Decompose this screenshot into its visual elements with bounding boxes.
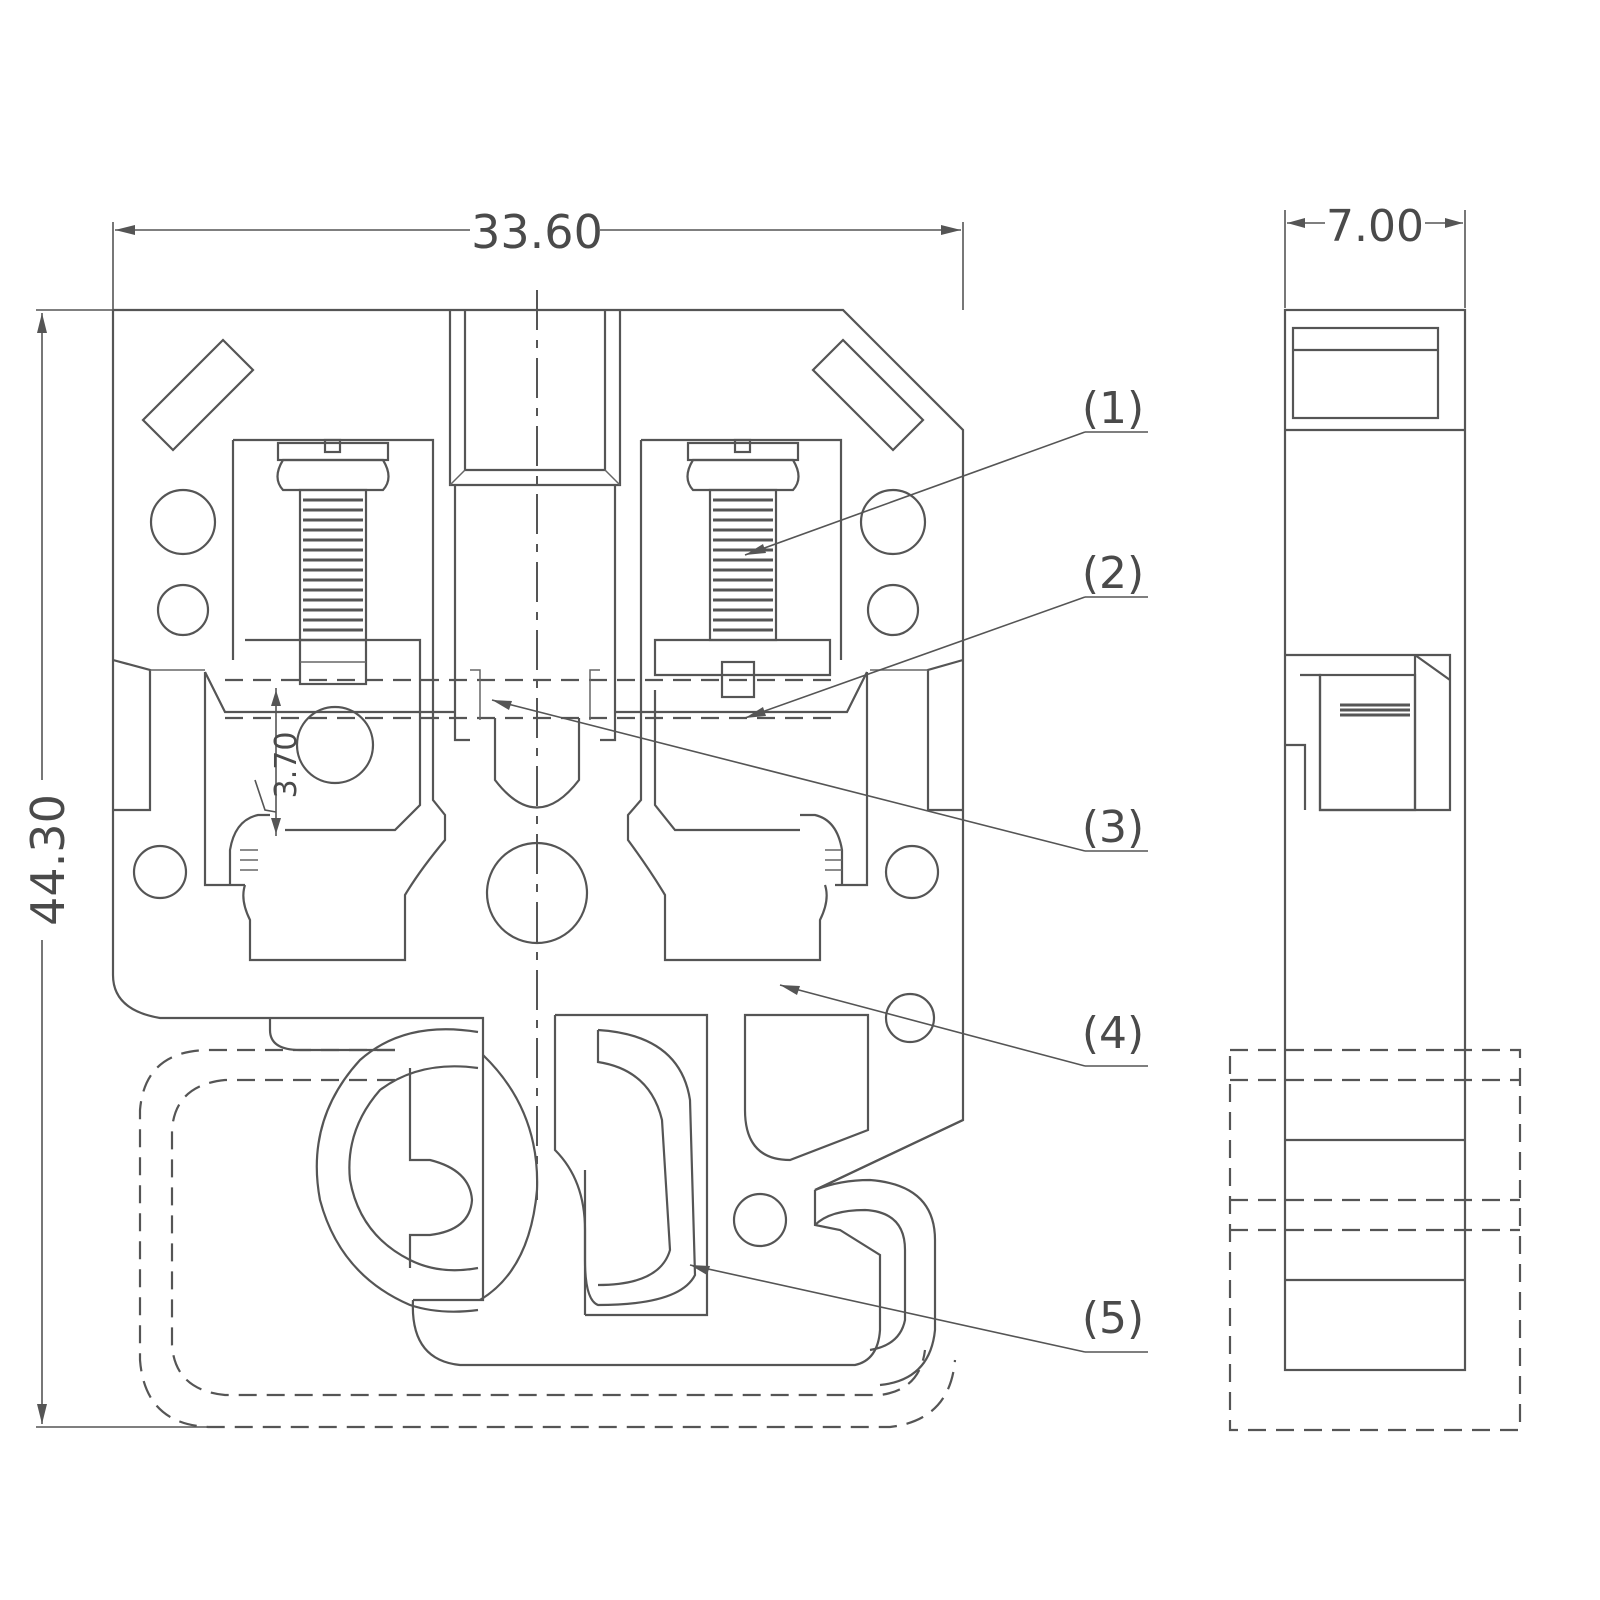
height-label: 44.30 — [21, 794, 75, 926]
width-label: 33.60 — [471, 205, 603, 259]
side-view: 7.00 — [1228, 201, 1522, 1432]
left-screw-thread — [303, 498, 363, 632]
height-dimension: 44.30 — [21, 309, 220, 1428]
lower-body — [315, 1013, 964, 1387]
clearance-label: 3.70 — [269, 732, 304, 799]
callout-label-1: (1) — [1082, 383, 1144, 434]
callout-label-5: (5) — [1082, 1293, 1144, 1344]
width-dimension: 33.60 — [112, 205, 964, 310]
callout-2: (2) — [744, 548, 1148, 719]
callout-label-2: (2) — [1082, 548, 1144, 599]
callout-5: (5) — [689, 1264, 1148, 1353]
right-screw-clamp — [615, 438, 869, 962]
side-width-label: 7.00 — [1326, 201, 1424, 252]
callout-1: (1) — [744, 383, 1148, 556]
callout-3: (3) — [491, 699, 1148, 853]
clearance-dimension: 3.70 — [254, 688, 304, 836]
mounting-holes — [132, 488, 940, 1248]
callout-label-4: (4) — [1082, 1008, 1144, 1059]
callout-label-3: (3) — [1082, 802, 1144, 853]
right-screw-thread — [713, 498, 773, 632]
busbar — [225, 669, 840, 809]
terminal-body — [111, 290, 965, 1200]
din-rail-outline — [138, 1048, 957, 1429]
callout-4: (4) — [779, 984, 1148, 1067]
left-screw-clamp — [203, 438, 455, 962]
